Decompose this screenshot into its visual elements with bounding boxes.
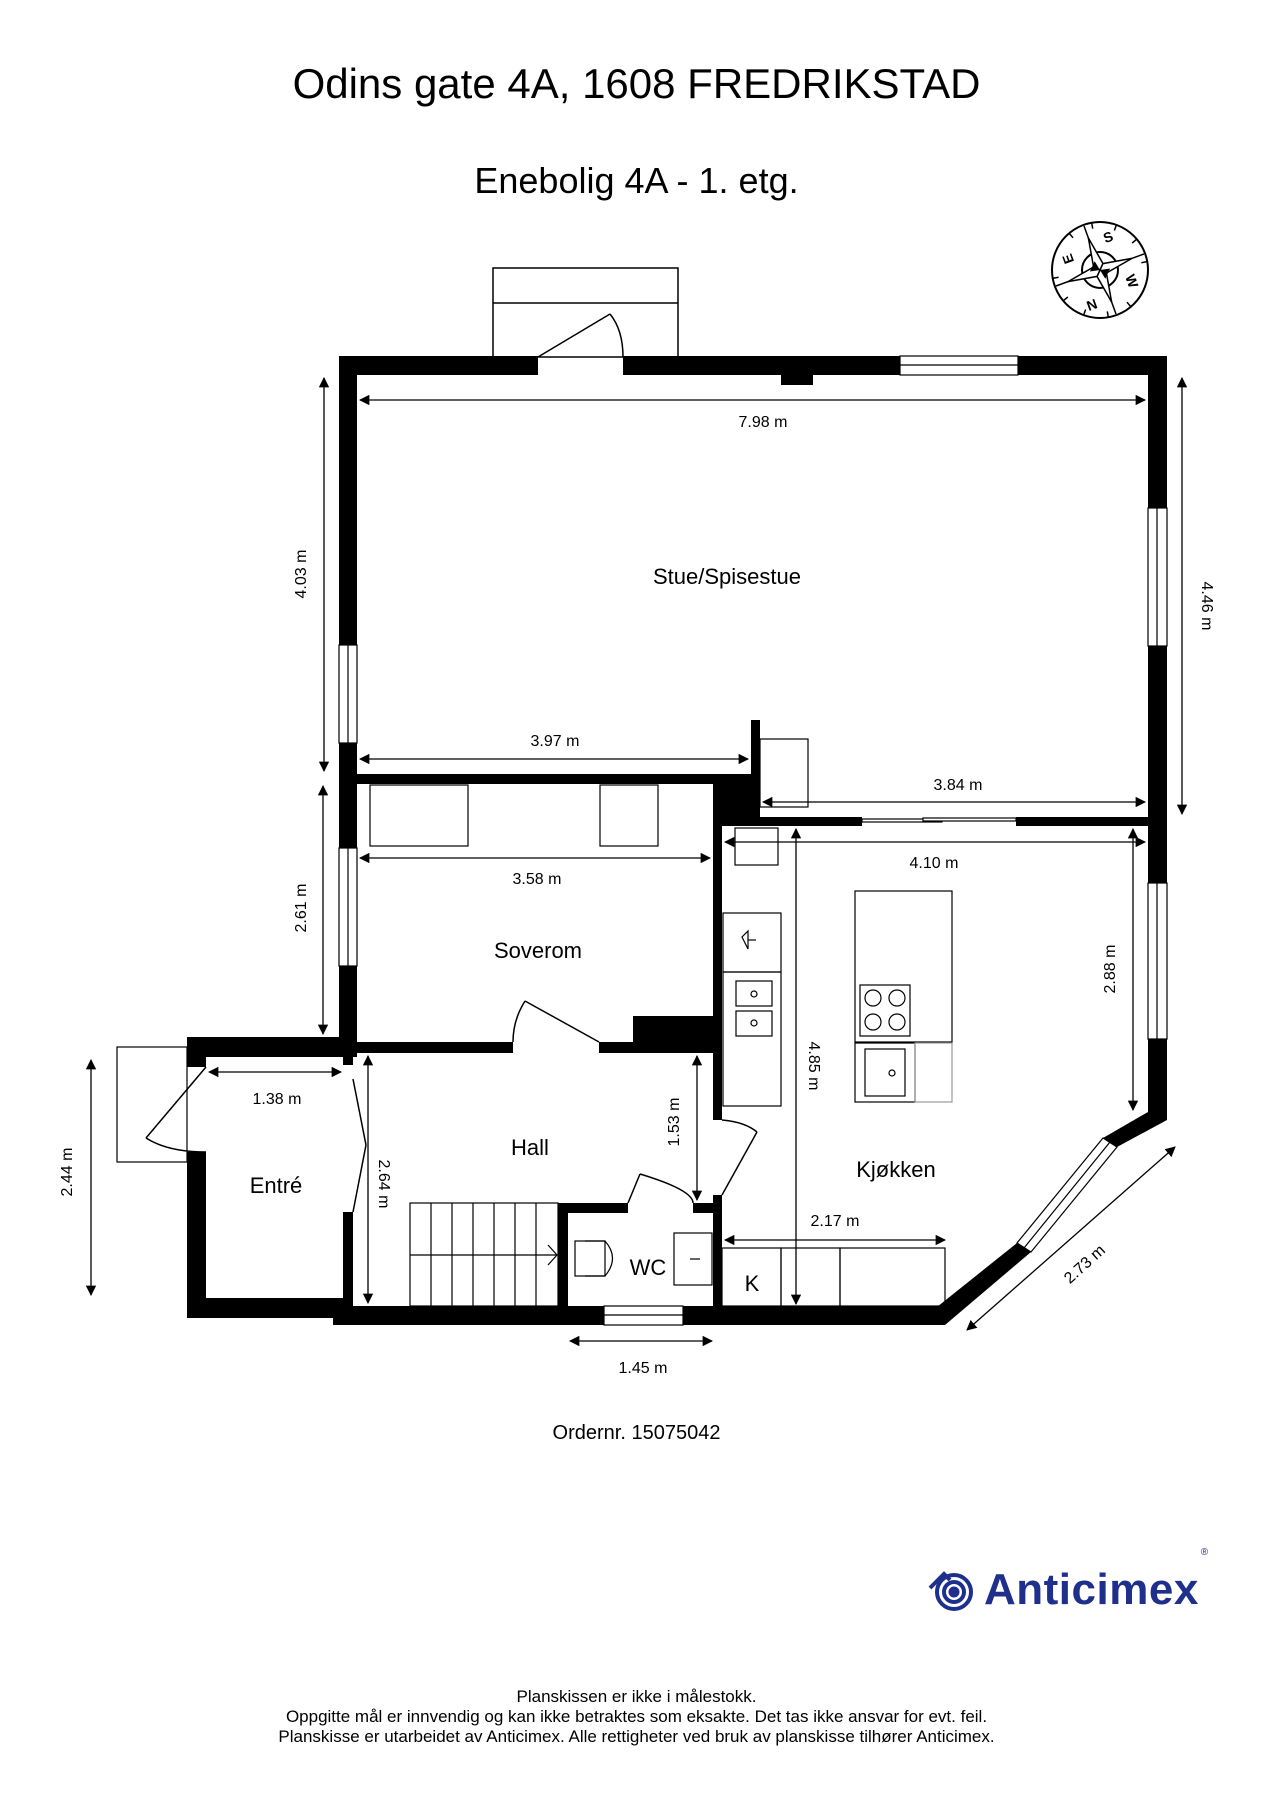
sliding-door bbox=[861, 817, 1017, 823]
dim-kitchen-height-right: 2.88 m bbox=[1102, 945, 1119, 994]
room-label-entre: Entré bbox=[250, 1173, 303, 1198]
dim-soverom-height: 2.61 m bbox=[293, 884, 310, 933]
room-label-soverom: Soverom bbox=[494, 938, 582, 963]
front-porch bbox=[492, 267, 679, 358]
dim-kitchen-counter: 2.17 m bbox=[811, 1213, 860, 1230]
dim-diagonal-wall: 2.73 m bbox=[1061, 1242, 1109, 1287]
page-subtitle: Enebolig 4A - 1. etg. bbox=[474, 160, 799, 201]
dimension-lines bbox=[85, 376, 1188, 1347]
dim-hall-upper: 1.53 m bbox=[666, 1098, 683, 1147]
brand-registered-mark: ® bbox=[1200, 1547, 1209, 1558]
room-label-hall: Hall bbox=[511, 1135, 549, 1160]
dim-stue-lower-left: 3.97 m bbox=[531, 733, 580, 750]
dim-hall-height: 2.64 m bbox=[375, 1160, 392, 1209]
compass-icon: S N E W bbox=[1051, 221, 1149, 319]
disclaimer-line: Planskissen er ikke i målestokk. bbox=[516, 1687, 757, 1706]
dim-entre-width: 1.38 m bbox=[253, 1091, 302, 1108]
room-label-k: K bbox=[745, 1271, 760, 1296]
anticimex-logo: Anticimex® bbox=[924, 1547, 1209, 1615]
dim-entre-height: 2.44 m bbox=[59, 1148, 76, 1197]
brand-name: Anticimex bbox=[984, 1565, 1199, 1614]
fixtures bbox=[116, 738, 953, 1307]
dim-kitchen-width: 4.10 m bbox=[910, 855, 959, 872]
page-title: Odins gate 4A, 1608 FREDRIKSTAD bbox=[292, 60, 981, 107]
dim-stue-height-right: 4.46 m bbox=[1198, 582, 1215, 631]
room-label-stue: Stue/Spisestue bbox=[653, 564, 801, 589]
dim-stue-width: 7.98 m bbox=[739, 414, 788, 431]
disclaimer-line: Planskisse er utarbeidet av Anticimex. A… bbox=[278, 1727, 995, 1746]
disclaimer-footer: Planskissen er ikke i målestokk. Oppgitt… bbox=[0, 1687, 1273, 1747]
anticimex-logo-icon bbox=[928, 1571, 973, 1611]
room-label-wc: WC bbox=[630, 1255, 667, 1280]
disclaimer-line: Oppgitte mål er innvendig og kan ikke be… bbox=[285, 1707, 988, 1726]
walls bbox=[187, 356, 1167, 1325]
order-number: Ordernr. 15075042 bbox=[552, 1422, 721, 1444]
compass-label-w: W bbox=[1122, 272, 1142, 291]
anticimex-logo-text: Anticimex® bbox=[984, 1547, 1209, 1615]
doors bbox=[145, 313, 758, 1213]
dim-kitchen-height-total: 4.85 m bbox=[805, 1042, 822, 1091]
dim-stue-lower-right: 3.84 m bbox=[934, 777, 983, 794]
dim-stue-height-left: 4.03 m bbox=[293, 550, 310, 599]
room-label-kjokken: Kjøkken bbox=[856, 1157, 935, 1182]
windows bbox=[338, 355, 1168, 1326]
stairs bbox=[409, 1202, 559, 1307]
dim-wc-width: 1.45 m bbox=[619, 1360, 668, 1377]
dim-soverom-width: 3.58 m bbox=[513, 871, 562, 888]
